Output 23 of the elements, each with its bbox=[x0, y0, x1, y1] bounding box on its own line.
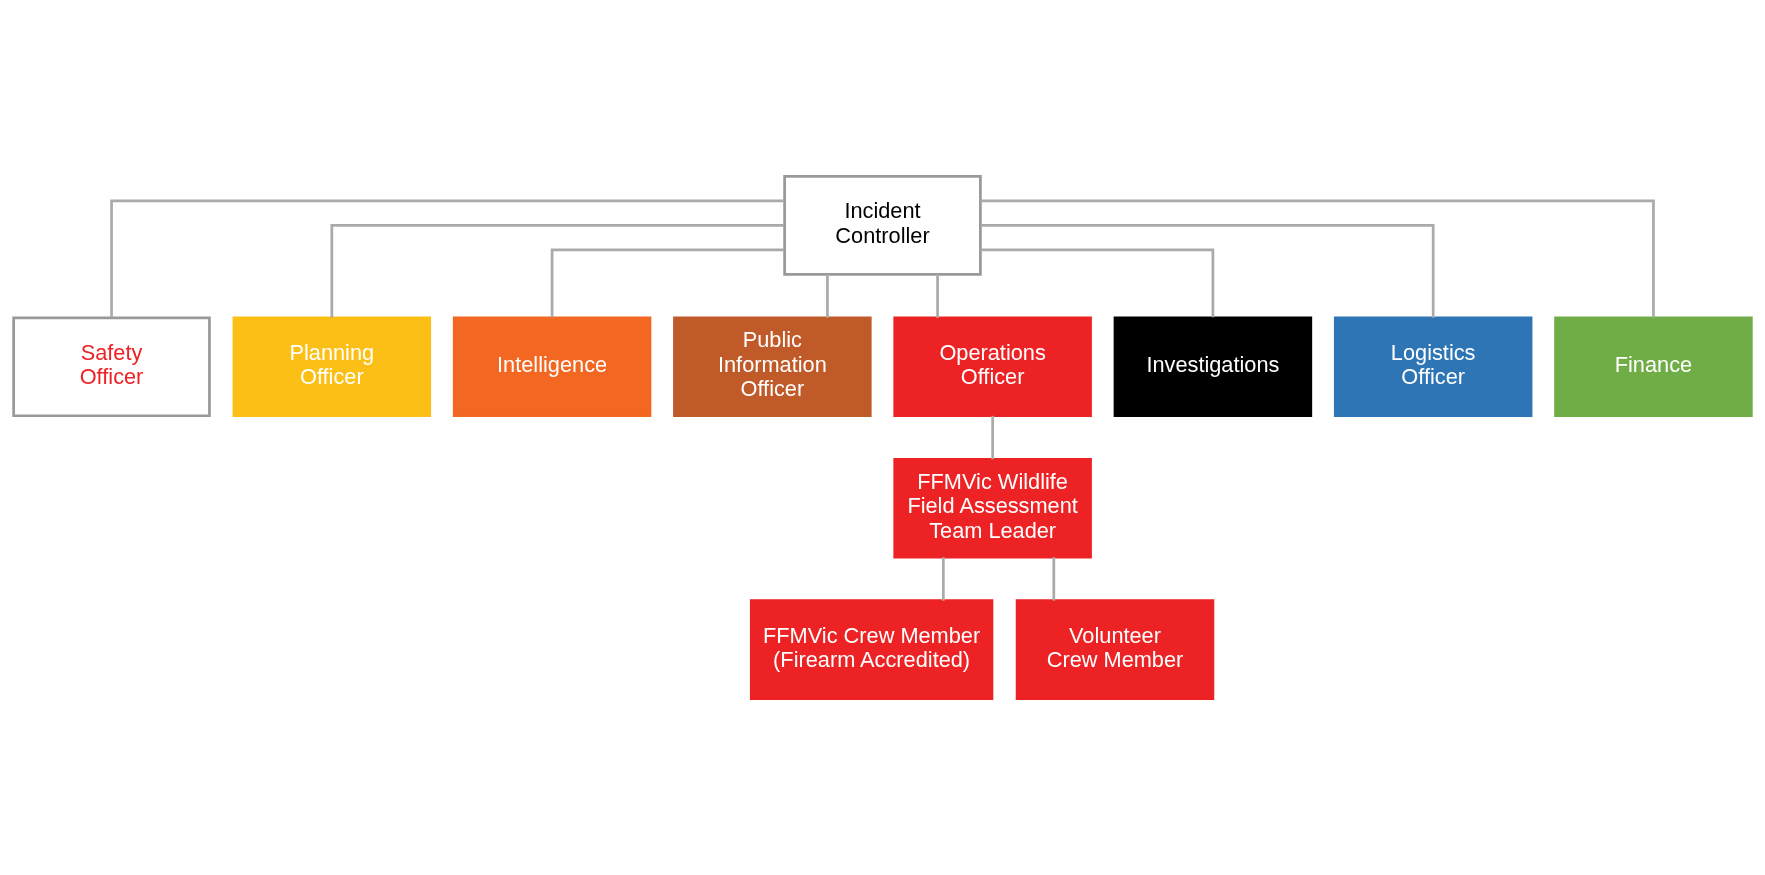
node-box: Investigations bbox=[1113, 316, 1313, 418]
node-box: Safety Officer bbox=[12, 316, 211, 418]
node-box: Public Information Officer bbox=[673, 316, 872, 418]
connector bbox=[550, 248, 785, 318]
node-box: Logistics Officer bbox=[1333, 316, 1533, 418]
node-box: Volunteer Crew Member bbox=[1015, 599, 1215, 700]
connector bbox=[980, 224, 1435, 318]
connector bbox=[991, 415, 994, 460]
node-box: Operations Officer bbox=[893, 316, 1092, 418]
connector bbox=[936, 274, 939, 318]
connector bbox=[980, 248, 1215, 318]
connector bbox=[942, 557, 945, 601]
node-box: Incident Controller bbox=[783, 175, 982, 276]
connector bbox=[110, 199, 785, 318]
node-box: FFMVic Crew Member (Firearm Accredited) bbox=[749, 599, 994, 700]
connector bbox=[1052, 557, 1056, 601]
connector bbox=[826, 274, 829, 318]
node-box: Planning Officer bbox=[232, 316, 432, 418]
node-box: Intelligence bbox=[452, 316, 652, 418]
connector bbox=[330, 224, 785, 318]
connector bbox=[980, 199, 1655, 318]
node-box: FFMVic Wildlife Field Assessment Team Leader bbox=[893, 457, 1092, 559]
node-box: Finance bbox=[1554, 316, 1753, 418]
